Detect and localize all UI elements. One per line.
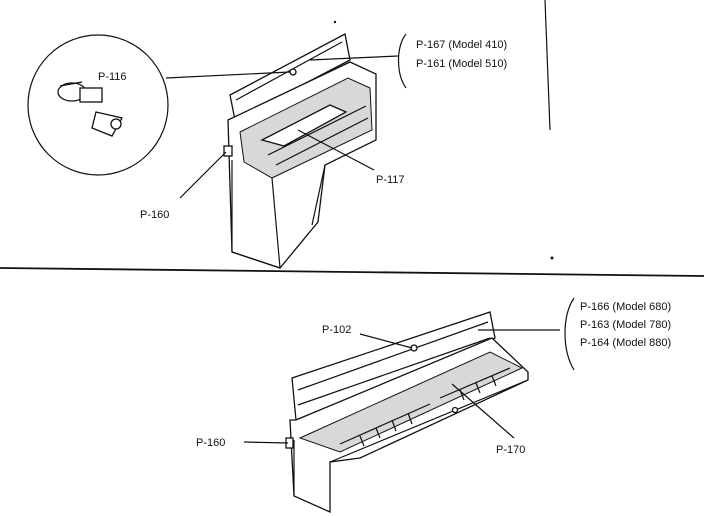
callout-latch: P-116 — [98, 71, 127, 83]
callout-latch: P-102 — [322, 324, 351, 336]
callout-hinge: P-160 — [196, 437, 225, 449]
callout-tray: P-170 — [496, 444, 525, 456]
callout-lid-a: P-167 (Model 410) — [416, 39, 507, 51]
divider-line — [0, 267, 704, 277]
bottom-toolbox — [285, 311, 529, 514]
callout-lid-c: P-164 (Model 880) — [580, 337, 671, 349]
callout-hinge: P-160 — [140, 209, 169, 221]
bracket-icon — [564, 297, 575, 371]
leader-line — [359, 333, 413, 349]
leader-line — [451, 383, 515, 439]
leader-line — [297, 129, 375, 171]
leader-line — [309, 55, 399, 61]
callout-tray: P-117 — [376, 174, 405, 186]
leader-line — [165, 71, 291, 79]
callout-lid-a: P-166 (Model 680) — [580, 301, 671, 313]
bracket-icon — [397, 33, 407, 89]
top-toolbox — [223, 33, 377, 269]
leader-line — [243, 441, 289, 444]
callout-lid-b: P-163 (Model 780) — [580, 319, 671, 331]
callout-lid-b: P-161 (Model 510) — [416, 58, 507, 70]
latch-detail-circle — [27, 34, 169, 176]
leader-line — [179, 151, 227, 199]
speck — [550, 256, 554, 260]
tray-compartments — [339, 367, 511, 447]
speck — [333, 20, 337, 24]
edge-line — [544, 0, 551, 131]
